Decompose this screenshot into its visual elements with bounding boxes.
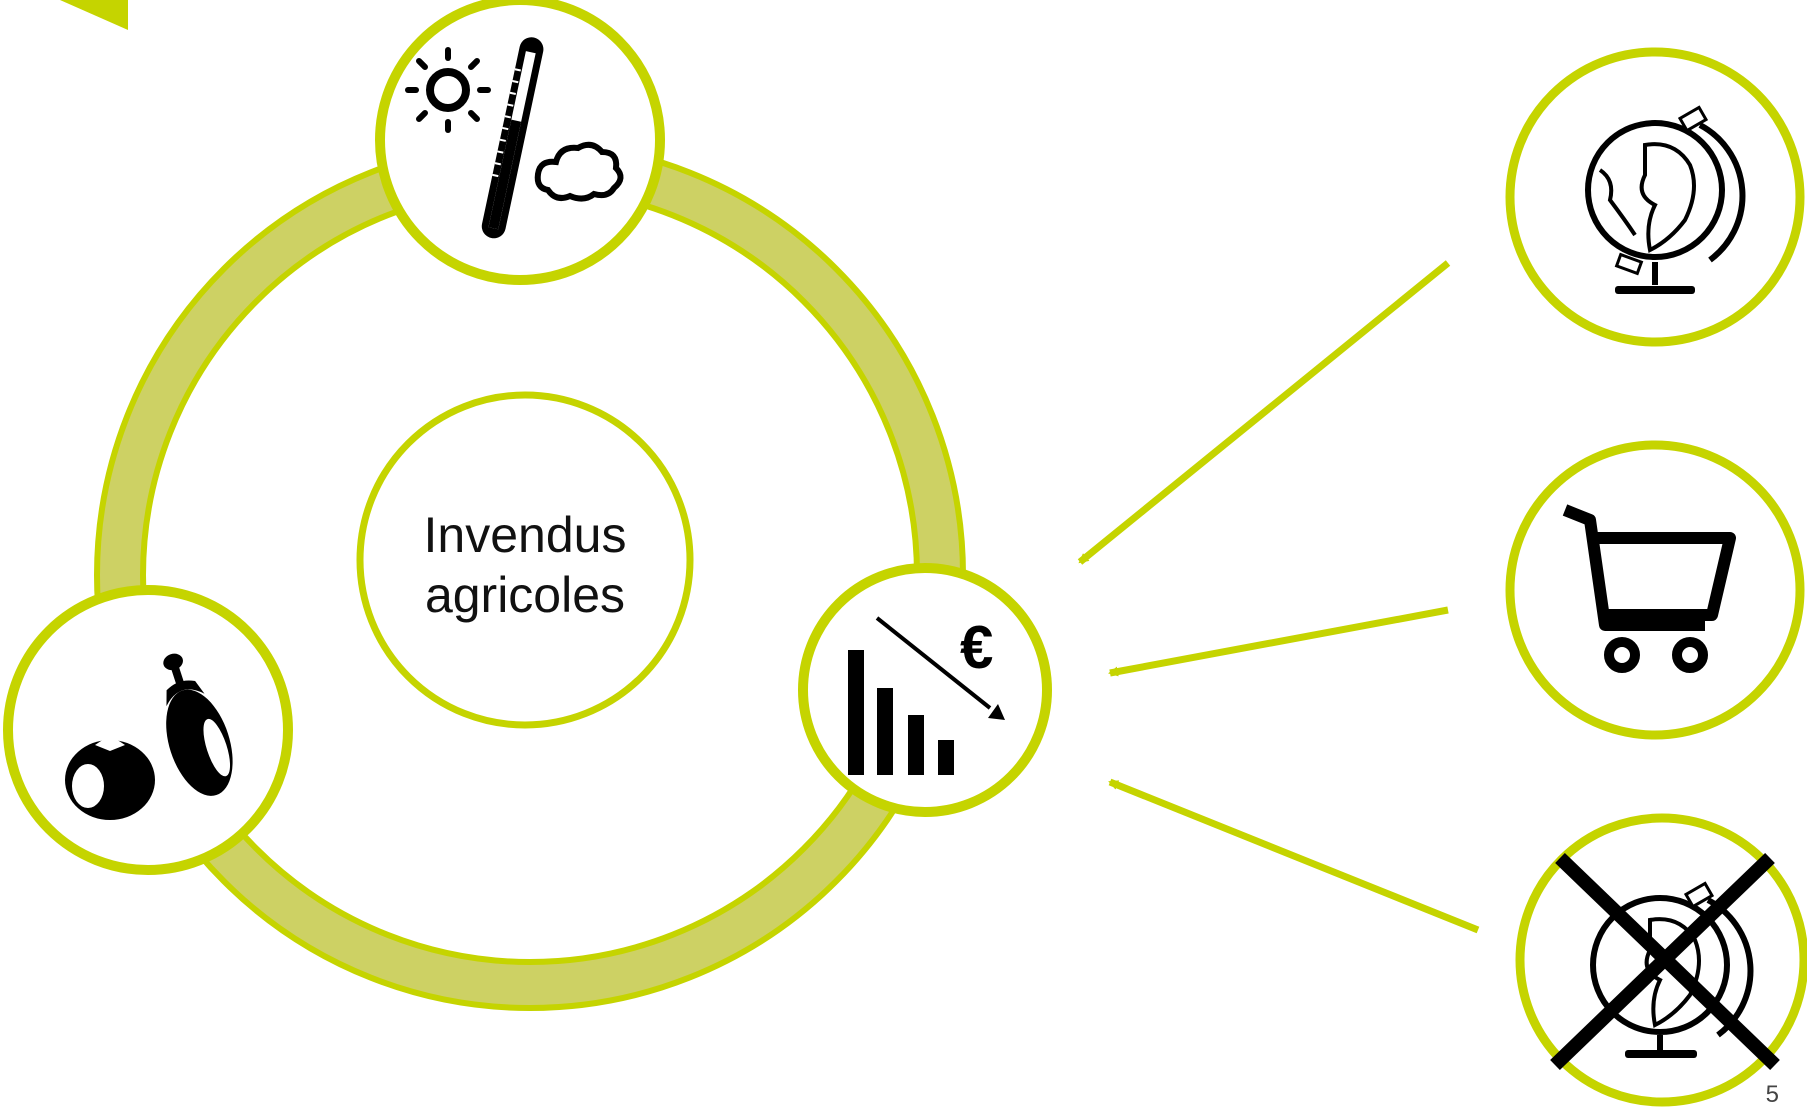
globe-icon: [1585, 105, 1746, 294]
globe-node: [1505, 47, 1805, 347]
page-number: 5: [1765, 1081, 1779, 1108]
tomato-eggplant-icon: [65, 653, 233, 820]
falling-price-euro-chart-icon: €: [848, 614, 1005, 775]
corner-decoration: [60, 0, 128, 30]
no-export-node: [1515, 813, 1807, 1107]
center-label: Invendus agricoles: [355, 505, 695, 625]
arrow-noexport-to-price: [1108, 778, 1480, 934]
center-label-line2: agricoles: [424, 567, 626, 623]
cart-node: [1505, 440, 1805, 740]
center-node: [356, 391, 694, 729]
arrow-globe-to-price: [1077, 260, 1451, 565]
arrow-cart-to-price: [1108, 606, 1449, 677]
thermometer-sun-cloud-icon: [405, 37, 624, 239]
weather-node: [375, 0, 665, 285]
center-label-line1: Invendus: [423, 507, 627, 563]
crossed-out-globe-icon: [1550, 852, 1780, 1071]
shopping-cart-icon: [1562, 504, 1736, 673]
price-drop-node: €: [798, 563, 1052, 817]
svg-text:€: €: [960, 614, 993, 681]
produce-node: [3, 585, 293, 875]
